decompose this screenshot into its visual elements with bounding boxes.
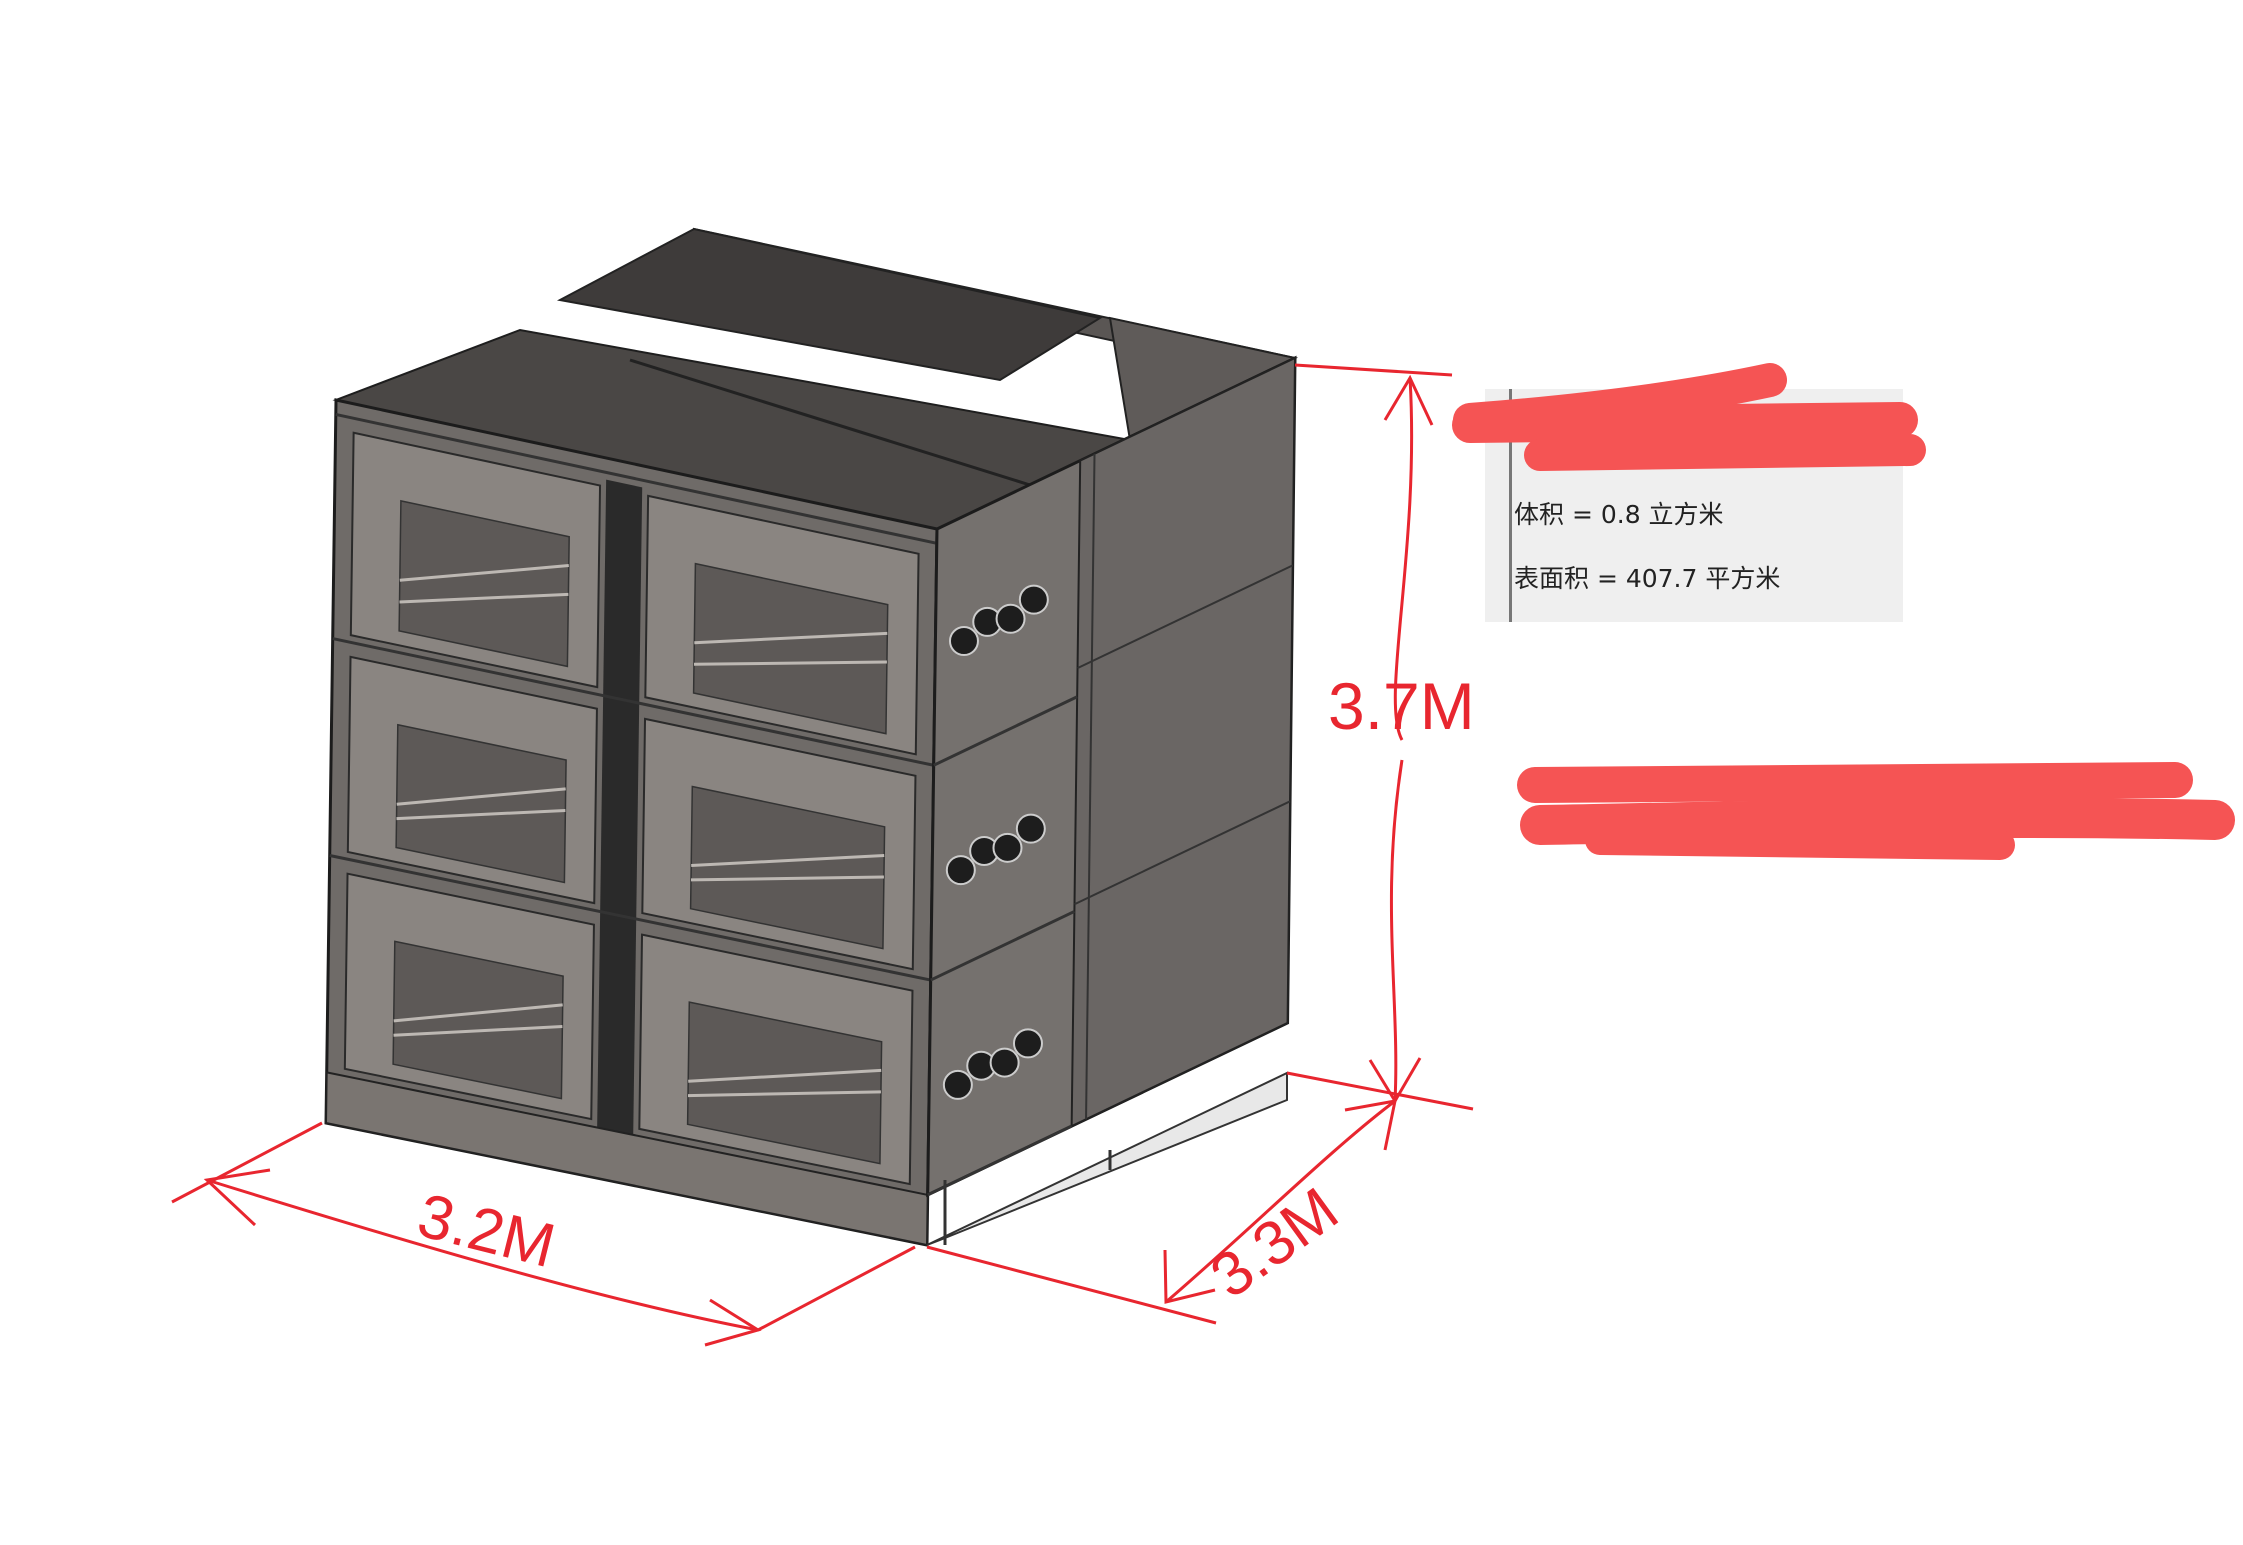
height-dimension-label: 3.7M	[1328, 669, 1475, 743]
compartment-opening	[398, 499, 570, 668]
fan-icon	[942, 1069, 973, 1100]
fan-icon	[992, 832, 1023, 863]
fan-icon	[995, 603, 1026, 634]
fan-icon	[945, 855, 976, 886]
depth-extension	[926, 1245, 1217, 1325]
compartment-opening	[686, 1001, 883, 1165]
mass-properties-panel: 体积 = 0.8 立方米 表面积 = 407.7 平方米	[1485, 389, 1903, 622]
shelf-rail	[399, 564, 569, 582]
side-panel-seam	[930, 910, 1076, 982]
width-dimension-line	[206, 1178, 759, 1332]
rear-top-modules	[556, 227, 1103, 382]
shelf-rail	[691, 853, 885, 868]
row-divider	[329, 854, 932, 982]
shelf-rail	[393, 1003, 563, 1023]
ventilation-mesh-strip	[597, 479, 643, 1135]
fan-icon	[1012, 1028, 1043, 1059]
fan-icon	[989, 1047, 1020, 1078]
base-frame	[926, 1071, 1288, 1246]
height-extension-top	[1294, 363, 1453, 377]
shelf-rail	[688, 1068, 882, 1083]
compartment-opening	[395, 723, 567, 884]
shelf-rail	[694, 631, 888, 645]
volume-value: 体积 = 0.8 立方米	[1514, 500, 1724, 529]
column-seam	[1074, 800, 1291, 906]
shelf-rail	[687, 1090, 881, 1098]
depth-arrowheads	[1163, 1099, 1397, 1304]
compartment-opening	[392, 940, 564, 1100]
column-edge	[1085, 453, 1096, 1120]
fan-icon	[1015, 813, 1046, 844]
height-dimension-line	[1389, 377, 1414, 1102]
depth-dimension-line	[1165, 1099, 1396, 1304]
dimension-annotations	[171, 363, 1474, 1347]
right-side-column	[1070, 356, 1297, 1128]
shelf-rail	[393, 1025, 563, 1037]
compartment-opening	[689, 785, 886, 950]
shelf-rail	[690, 875, 884, 882]
shelf-rail	[399, 592, 569, 604]
column-seam	[1077, 564, 1294, 670]
width-arrowheads	[203, 1168, 762, 1347]
panel-border	[1509, 389, 1512, 622]
width-extension-right	[757, 1245, 916, 1332]
row-divider	[335, 412, 938, 545]
top-seam	[629, 358, 1031, 487]
side-panel-seam	[927, 1124, 1073, 1197]
width-extension-left	[171, 1121, 323, 1204]
shelf-rail	[396, 787, 566, 806]
side-panel-seam	[933, 695, 1078, 767]
surface-area-value: 表面积 = 407.7 平方米	[1514, 564, 1781, 593]
compartment-opening	[692, 562, 889, 735]
cabinet-model	[324, 227, 1299, 1247]
fan-icon	[948, 626, 979, 657]
height-extension-bottom	[1286, 1071, 1474, 1111]
fan-icon	[1018, 584, 1049, 615]
shelf-rail	[396, 808, 566, 821]
row-divider	[332, 637, 935, 767]
shelf-rail	[693, 660, 887, 666]
